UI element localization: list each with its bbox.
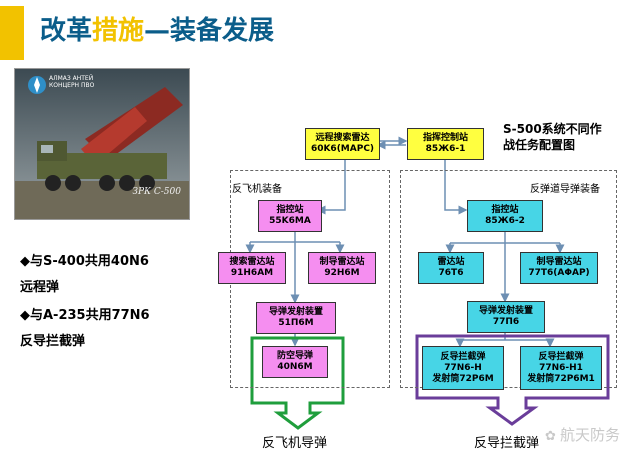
- brand-text: АЛМАЗ АНТЕЙ КОНЦЕРН ПВО: [49, 75, 95, 89]
- anti-ballistic-group: [400, 170, 617, 388]
- bullet-1-line1: ◆与S-400共用40N6: [20, 254, 149, 269]
- anti-aircraft-group-label: 反飞机装备: [232, 184, 282, 195]
- photo-caption: ЗРК С-500: [132, 187, 181, 197]
- bullet-2-line1: ◆与A-235共用77N6: [20, 308, 150, 323]
- wechat-icon: ✿: [544, 429, 560, 444]
- title-accent-bar: [0, 6, 24, 60]
- system-title: S-500系统不同作战任务配置图: [503, 122, 602, 152]
- watermark: ✿ 航天防务: [544, 426, 620, 444]
- bullet-1-line2: 远程弹: [20, 280, 60, 295]
- anti-aircraft-missile-label: 反飞机导弹: [262, 436, 328, 451]
- anti-ballistic-missile-label: 反导拦截弹: [474, 436, 540, 451]
- launcher-photo: АЛМАЗ АНТЕЙ КОНЦЕРН ПВО ЗРК С-500: [14, 68, 190, 220]
- anti-ballistic-group-label: 反弹道导弹装备: [530, 184, 600, 195]
- page-title: 改革措施—装备发展: [40, 16, 275, 46]
- bullet-2-line2: 反导拦截弹: [20, 334, 86, 349]
- launcher-illustration: [15, 69, 189, 219]
